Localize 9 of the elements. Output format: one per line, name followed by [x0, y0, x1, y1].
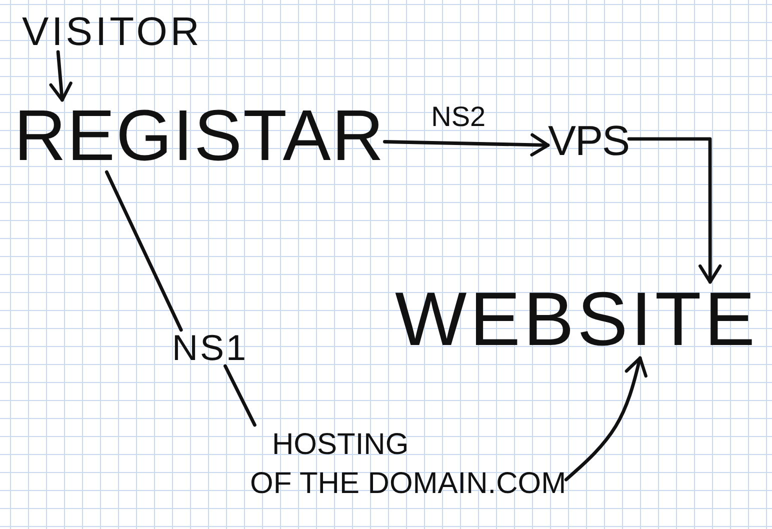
edge-label: NS2: [431, 103, 486, 132]
website-label: WEBSITE: [395, 282, 758, 358]
arrow: [627, 137, 722, 284]
nameserver-label: NS1: [172, 330, 248, 366]
hosting-note: HOSTING OF THE DOMAIN.COM: [250, 425, 566, 503]
arrow: [564, 356, 648, 482]
registrar-label: REGISTAR: [14, 100, 385, 172]
server-label: VPS: [548, 120, 630, 162]
visitor-label: VISITOR: [22, 12, 202, 52]
